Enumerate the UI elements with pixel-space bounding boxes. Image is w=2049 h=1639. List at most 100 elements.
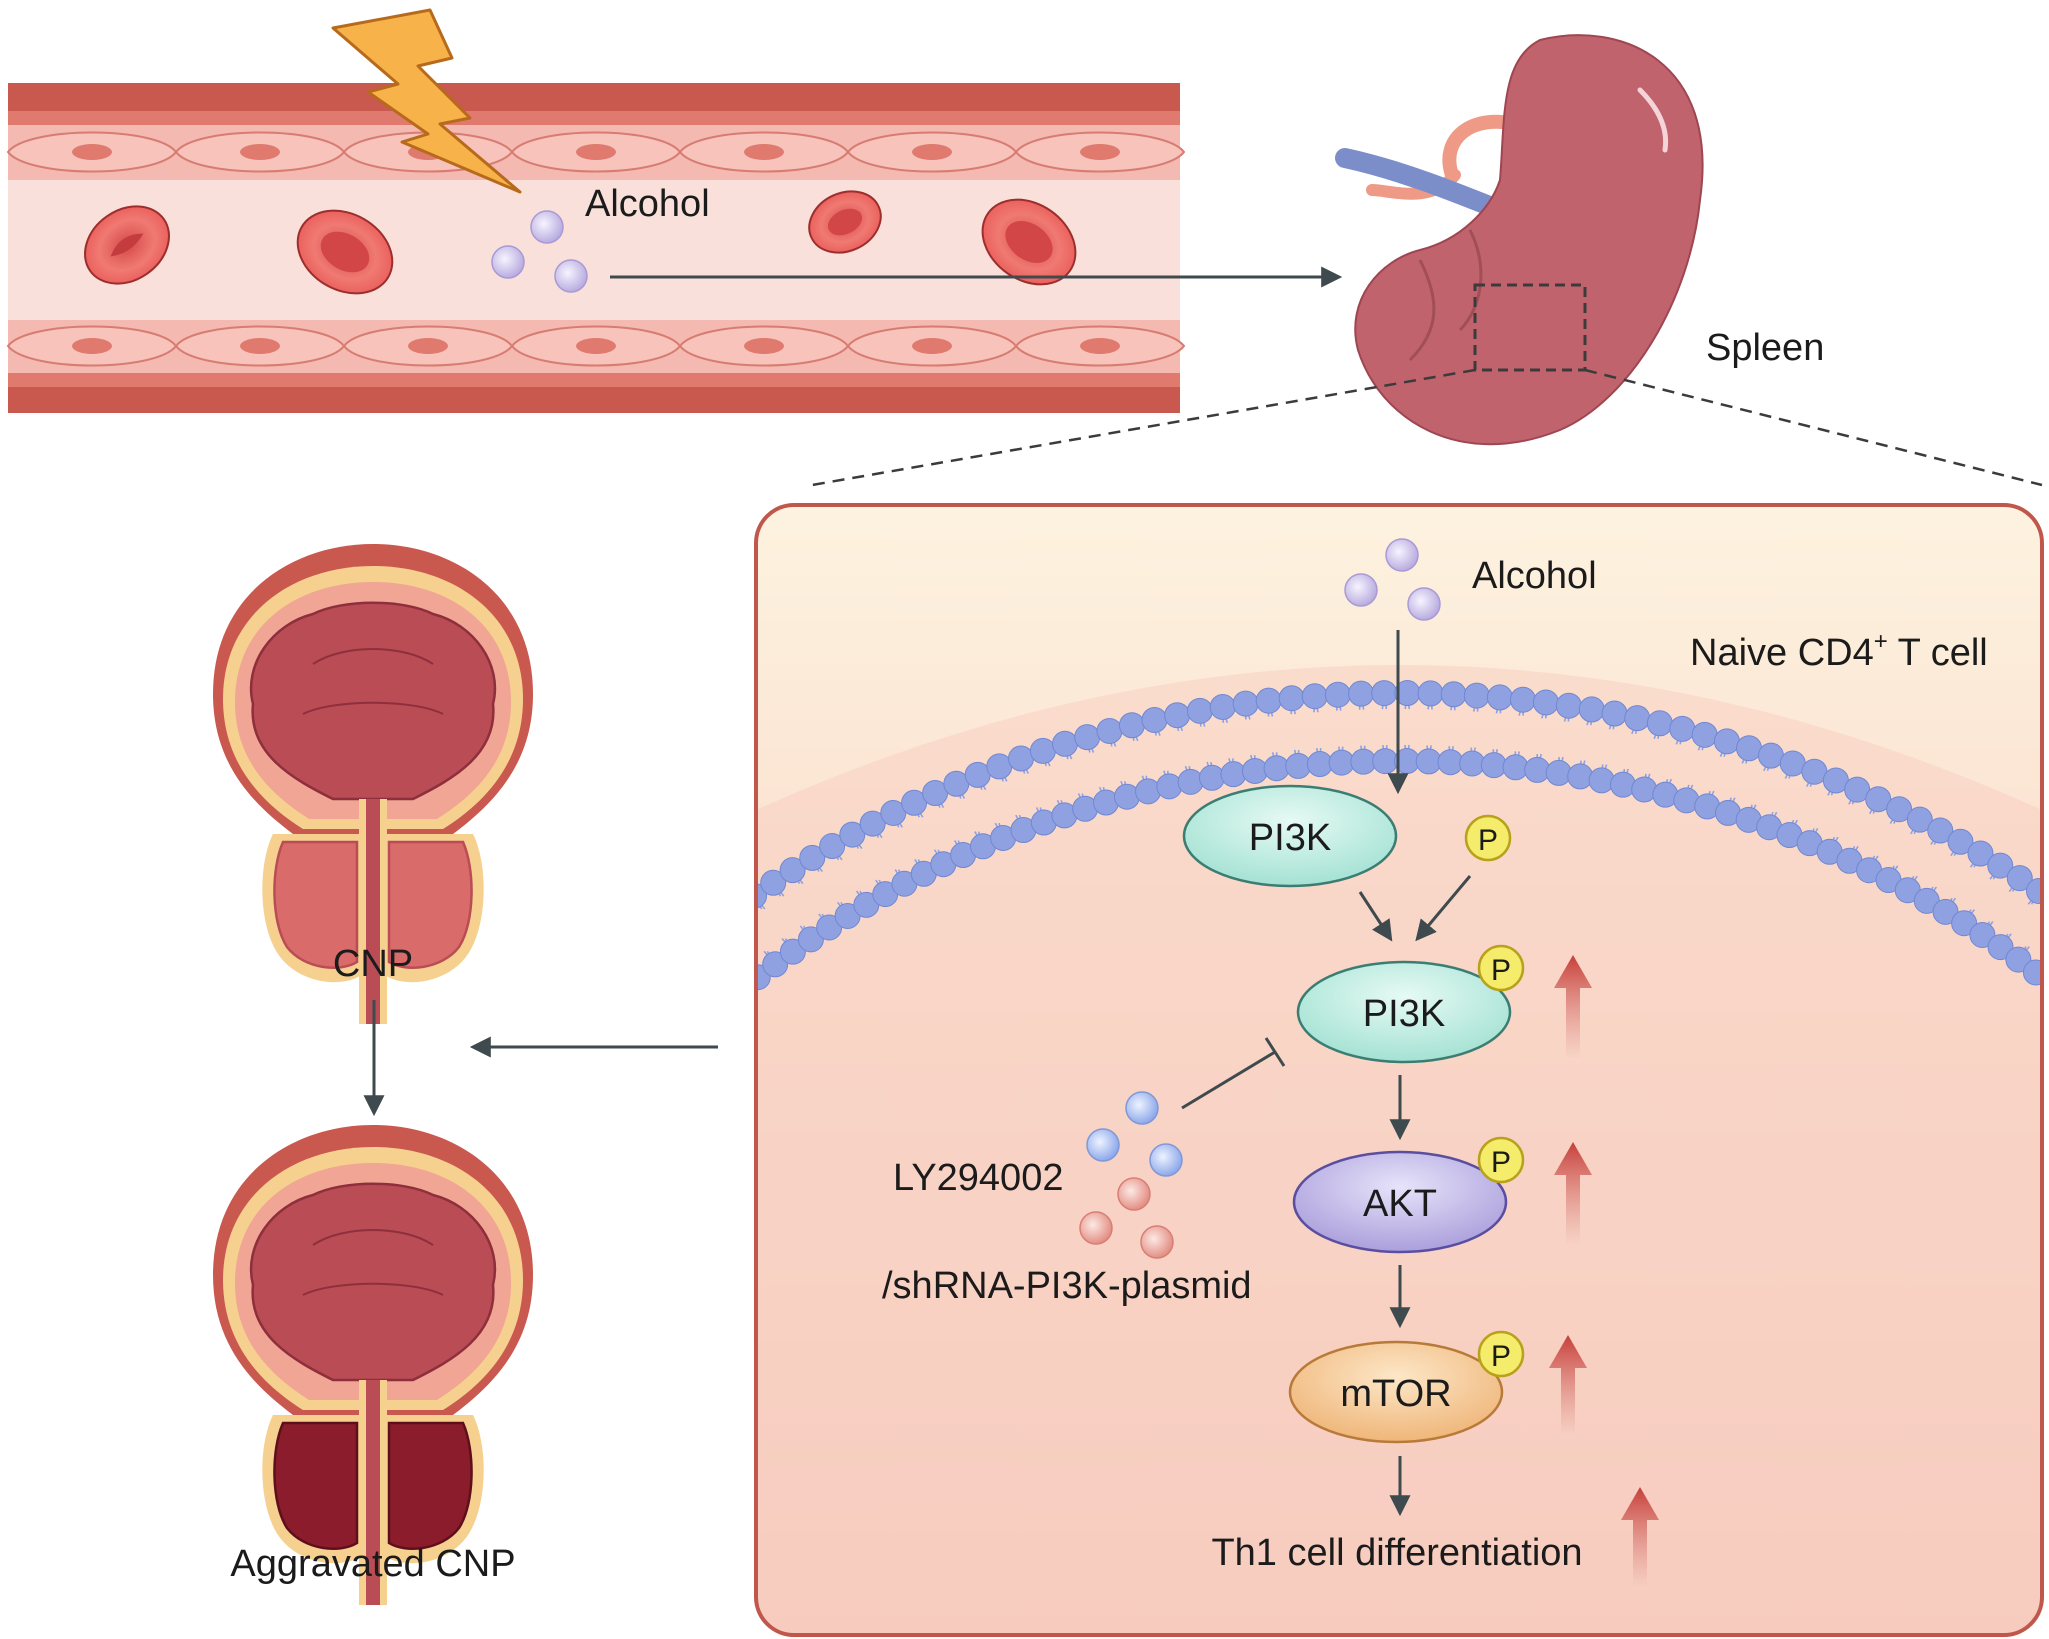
zoom-region bbox=[1473, 283, 1587, 372]
p-pi3k-node: PI3K P bbox=[1296, 944, 1525, 1064]
phospholipid bbox=[1894, 817, 1954, 904]
spleen-organ bbox=[1335, 34, 1704, 446]
cell-membrane bbox=[491, 680, 2042, 1188]
phospholipid bbox=[1029, 737, 1078, 829]
phospholipid bbox=[1913, 828, 1974, 914]
phospholipid bbox=[535, 1069, 611, 1139]
zoom-line-left bbox=[811, 368, 1476, 487]
phospholipid bbox=[1051, 730, 1099, 822]
p-pi3k-label: PI3K bbox=[1363, 993, 1445, 1035]
red-blood-cell bbox=[296, 209, 394, 295]
svg-text:P: P bbox=[1478, 824, 1498, 857]
phospholipid bbox=[1932, 840, 1994, 925]
phospholipid bbox=[1875, 806, 1933, 894]
phospholipid bbox=[633, 970, 703, 1046]
red-blood-cell bbox=[808, 190, 882, 254]
phospholipid bbox=[650, 954, 719, 1031]
red-blood-cells bbox=[84, 190, 1077, 295]
svg-text:P: P bbox=[1491, 954, 1511, 987]
phospholipid bbox=[1545, 692, 1582, 786]
phospholipid bbox=[506, 1104, 584, 1172]
cell-alcohol-label: Alcohol bbox=[1472, 555, 1597, 597]
phospholipid bbox=[1951, 852, 2014, 937]
phospholipid bbox=[599, 1001, 671, 1075]
phospholipid bbox=[839, 821, 899, 908]
arrow-pi3k-to-ppi3k bbox=[1358, 891, 1393, 942]
vessel-alcohol-label: Alcohol bbox=[585, 183, 710, 225]
phospholipid bbox=[1969, 865, 2033, 948]
inhibitor-particles bbox=[1079, 1091, 1183, 1259]
phospholipid bbox=[762, 950, 789, 978]
pi3k-node: PI3K bbox=[1182, 784, 1398, 888]
endothelium-top bbox=[6, 131, 1186, 173]
aggravated-cnp-label: Aggravated CNP bbox=[230, 1543, 515, 1585]
alcohol-particles-vessel bbox=[491, 210, 588, 293]
increase-arrow bbox=[1554, 1142, 1592, 1245]
akt-node: AKT P bbox=[1292, 1136, 1525, 1254]
phospholipid bbox=[880, 799, 937, 887]
phospholipid bbox=[1074, 724, 1119, 816]
phospholipid bbox=[1371, 680, 1399, 775]
inhibitor-label-2: /shRNA-PI3K-plasmid bbox=[882, 1265, 1252, 1307]
cell-type-label: Naive CD4+ T cell bbox=[1690, 628, 1988, 674]
inhibition-line bbox=[1181, 1050, 1276, 1110]
phospholipid bbox=[616, 985, 687, 1060]
svg-text:P: P bbox=[1491, 1340, 1511, 1373]
phosphate-free: P bbox=[1464, 814, 1512, 862]
phospholipid bbox=[986, 753, 1037, 844]
lightning-icon bbox=[331, 8, 522, 194]
phospholipid bbox=[1816, 776, 1871, 865]
phospholipid bbox=[1415, 680, 1444, 775]
mtor-node: mTOR P bbox=[1288, 1330, 1525, 1444]
t-cell-panel bbox=[491, 503, 2044, 1637]
phospholipid bbox=[1008, 745, 1057, 836]
phospholipid bbox=[1324, 681, 1355, 776]
phospholipid bbox=[943, 770, 997, 860]
phospholipid bbox=[1673, 721, 1718, 814]
th1-outcome-label: Th1 cell differentiation bbox=[1211, 1532, 1582, 1574]
spleen-label: Spleen bbox=[1706, 327, 1824, 369]
phospholipid bbox=[686, 925, 753, 1003]
blood-vessel bbox=[6, 83, 1186, 413]
phospholipid bbox=[1631, 710, 1673, 803]
phospholipid bbox=[582, 1018, 655, 1091]
phosphate-badge bbox=[1477, 944, 1525, 992]
phospholipid bbox=[1437, 681, 1467, 776]
phospholipid bbox=[551, 1051, 626, 1122]
phospholipid bbox=[1096, 717, 1140, 810]
phospholipid bbox=[491, 1122, 570, 1188]
endothelium-bottom bbox=[6, 325, 1186, 367]
mtor-label: mTOR bbox=[1340, 1373, 1451, 1415]
phosphate-badge bbox=[1477, 1330, 1525, 1378]
zoom-line-right bbox=[1584, 368, 2043, 487]
increase-arrow bbox=[1549, 1335, 1587, 1438]
phospholipid bbox=[1567, 696, 1605, 790]
phospholipid bbox=[566, 1034, 640, 1106]
prostate-aggravated bbox=[213, 1125, 533, 1605]
red-blood-cell bbox=[981, 198, 1077, 286]
phospholipid bbox=[1735, 742, 1784, 833]
phospholipid bbox=[1348, 680, 1377, 775]
phospholipid bbox=[756, 882, 806, 965]
phospholipid bbox=[760, 869, 824, 953]
phosphate-badge bbox=[1477, 1136, 1525, 1184]
phospholipid bbox=[1652, 715, 1696, 808]
increase-arrow bbox=[1554, 955, 1592, 1058]
akt-label: AKT bbox=[1363, 1183, 1437, 1225]
phospholipid bbox=[1186, 697, 1225, 791]
phospholipid bbox=[859, 810, 918, 897]
phospholipid bbox=[520, 1086, 597, 1155]
cnp-label: CNP bbox=[333, 943, 413, 985]
prostate-normal bbox=[213, 544, 533, 1024]
phospholipid bbox=[2005, 946, 2032, 973]
increase-arrow bbox=[1621, 1487, 1659, 1590]
phospholipid bbox=[668, 939, 736, 1016]
phospholipid bbox=[1502, 686, 1536, 781]
phospholipid bbox=[1694, 728, 1740, 820]
inhibitor-label-1: LY294002 bbox=[893, 1157, 1063, 1199]
phospholipid bbox=[1715, 735, 1763, 826]
inhibition-bar bbox=[1264, 1037, 1286, 1067]
phospholipid bbox=[1255, 687, 1290, 782]
